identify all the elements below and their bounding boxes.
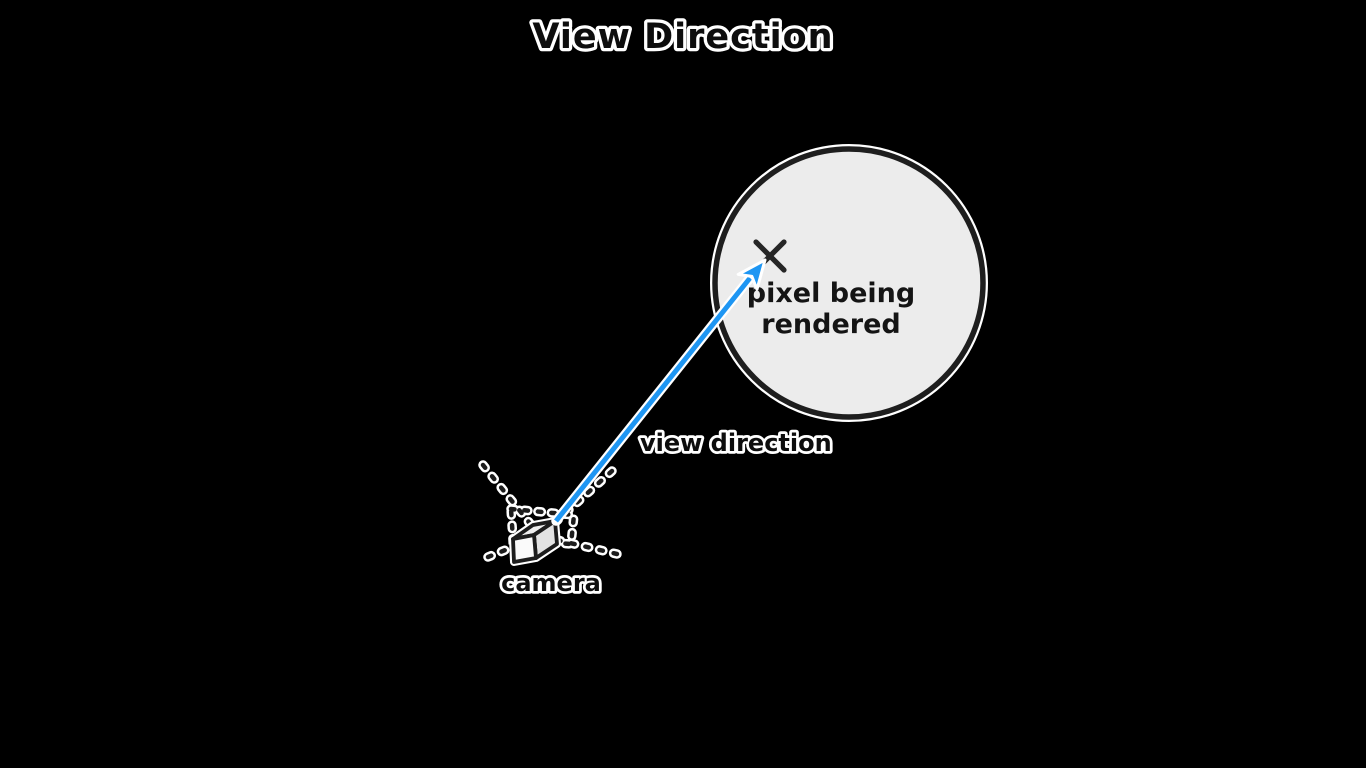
page-title: View Direction [532, 17, 833, 57]
cube-3d-icon [509, 517, 561, 566]
surface-circle-body [712, 146, 986, 420]
frustum-ray-downright [537, 533, 620, 557]
cube-front-face [511, 533, 538, 564]
pixel-label-line1: pixel being [747, 278, 915, 309]
surface-circle [710, 144, 988, 422]
blue-arrow-icon [551, 258, 767, 526]
image-plane-outline [508, 506, 577, 547]
camera-label: camera [501, 569, 601, 597]
arrow-shaft [554, 276, 752, 523]
arrow-head [736, 258, 767, 291]
pixel-label-line2: rendered [761, 309, 900, 340]
camera-group [478, 460, 622, 566]
view-direction-label: view direction [640, 429, 832, 457]
